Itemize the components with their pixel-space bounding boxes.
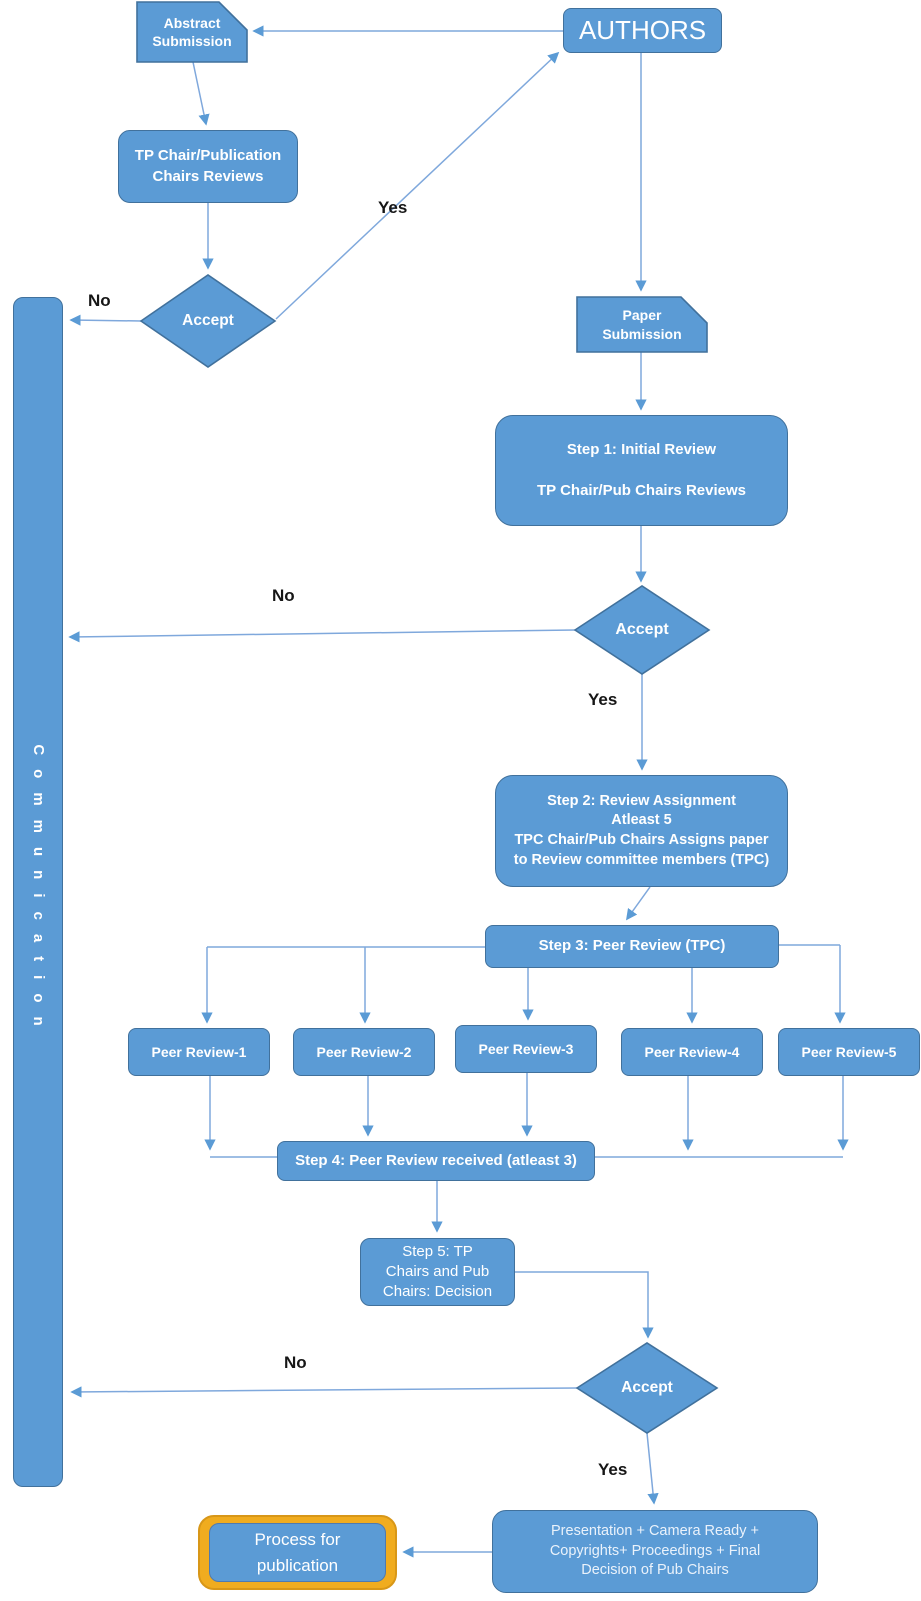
edge-accept1-yes-to-authors [275,51,560,320]
process-for-publication-node: Process for publication [198,1515,397,1590]
peer-review-3-node: Peer Review-3 [455,1025,597,1073]
no-label-final: No [284,1353,307,1372]
yes-label-initial: Yes [378,198,408,217]
peer-review-1-node: Peer Review-1 [128,1028,270,1076]
accept-step1-diamond [573,585,711,675]
tp-chair-reviews-node: TP Chair/Publication Chairs Reviews [118,130,298,203]
communication-bar: Communication [13,297,63,1487]
presentation-node: Presentation + Camera Ready + Copyrights… [492,1510,818,1593]
authors-node: AUTHORS [563,8,722,53]
yes-label-final: Yes [598,1460,628,1479]
abstract-submission-shape [136,1,248,63]
no-label-step1: No [272,586,295,605]
step1-node: Step 1: Initial Review TP Chair/Pub Chai… [495,415,788,526]
abstract-submission-node: Abstract Submission [152,14,232,49]
peer-review-5-node: Peer Review-5 [778,1028,920,1076]
step2-node: Step 2: Review Assignment Atleast 5 TPC … [495,775,788,887]
communication-label: Communication [30,744,48,1040]
edge-step2-to-step3 [626,886,651,921]
paper-submission-node: Paper Submission [602,307,682,342]
accept-step1-label: Accept [615,620,669,638]
accept-initial-diamond [139,274,277,368]
edge-accept3-yes-to-presentation [646,1432,659,1505]
peer-review-4-node: Peer Review-4 [621,1028,763,1076]
edge-accept3-no-to-communication [70,1386,578,1398]
edge-step5-to-accept3 [515,1271,654,1339]
accept-initial-label: Accept [182,311,234,329]
accept-final-label: Accept [621,1378,673,1396]
yes-label-step1: Yes [588,690,618,709]
no-label-initial: No [88,291,111,310]
edge-abstract-to-tpchair [192,61,210,126]
step5-node: Step 5: TP Chairs and Pub Chairs: Decisi… [360,1238,515,1306]
edge-accept2-no-to-communication [68,629,576,643]
step3-node: Step 3: Peer Review (TPC) [485,925,779,968]
paper-submission-shape [576,296,708,353]
step4-node: Step 4: Peer Review received (atleast 3) [277,1141,595,1181]
edge-accept1-no-to-communication [69,314,142,326]
accept-final-diamond [575,1342,719,1434]
peer-review-2-node: Peer Review-2 [293,1028,435,1076]
process-for-publication-label: Process for publication [209,1523,386,1582]
